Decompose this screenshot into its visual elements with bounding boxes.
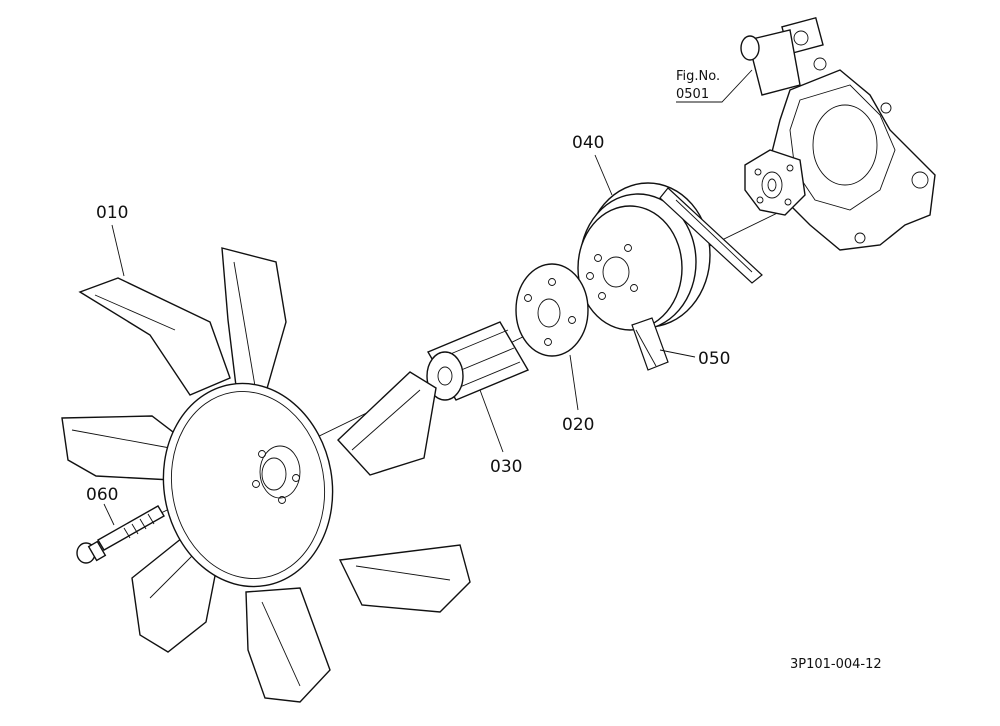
- part-label-030: 030: [490, 457, 522, 477]
- v-belt-050: [631, 187, 763, 371]
- leader-010: [111, 224, 125, 277]
- water-pump-housing: [740, 16, 936, 251]
- part-label-060: 060: [86, 485, 118, 505]
- fig-ref-leader: [676, 69, 753, 103]
- leader-020: [569, 354, 579, 411]
- leader-040: [594, 154, 613, 196]
- fig-ref-label-line2: 0501: [676, 87, 709, 102]
- spacer-030: [426, 321, 530, 401]
- part-label-010: 010: [96, 203, 128, 223]
- part-label-050: 050: [698, 349, 730, 369]
- leader-030: [479, 389, 504, 453]
- part-label-020: 020: [562, 415, 594, 435]
- drawing-id: 3P101-004-12: [790, 657, 882, 672]
- pulley-040: [577, 182, 711, 331]
- flange-plate-020: [515, 263, 589, 357]
- leader-060: [103, 503, 115, 526]
- fig-ref-label-line1: Fig.No.: [676, 69, 720, 84]
- leader-050: [659, 349, 696, 358]
- part-label-040: 040: [572, 133, 604, 153]
- bolt-060: [76, 505, 165, 564]
- fan-010: [61, 247, 471, 703]
